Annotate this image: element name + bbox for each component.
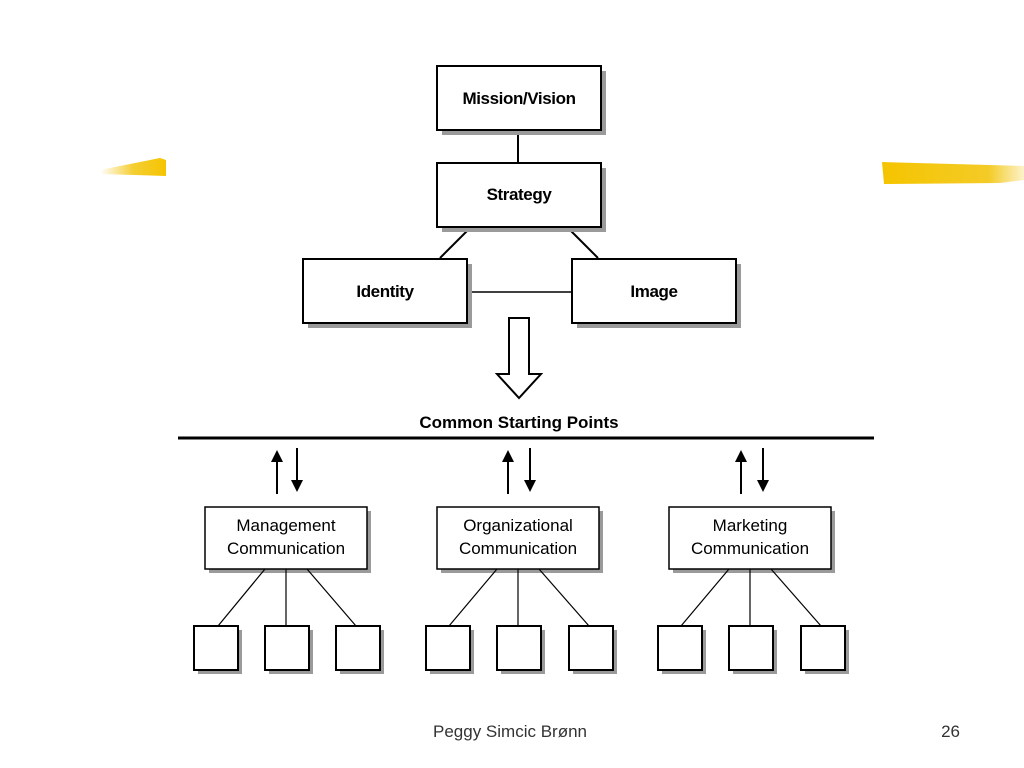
decorative-streak-right xyxy=(882,162,1024,184)
small-box xyxy=(800,625,849,674)
image-box: Image xyxy=(571,258,741,328)
decorative-streak-left xyxy=(100,158,166,176)
management-line2: Communication xyxy=(227,539,345,558)
small-boxes xyxy=(193,625,849,674)
management-communication-box: Management Communication xyxy=(204,506,371,573)
organizational-line1: Organizational xyxy=(463,516,573,535)
organizational-communication-box: Organizational Communication xyxy=(436,506,603,573)
image-label: Image xyxy=(630,282,677,301)
marketing-communication-box: Marketing Communication xyxy=(668,506,835,573)
unit-connectors xyxy=(217,568,822,627)
page-number: 26 xyxy=(941,722,960,741)
marketing-line2: Communication xyxy=(691,539,809,558)
small-box xyxy=(425,625,474,674)
small-box xyxy=(657,625,706,674)
marketing-line1: Marketing xyxy=(713,516,788,535)
small-box xyxy=(728,625,777,674)
small-box xyxy=(335,625,384,674)
two-way-arrow-icon xyxy=(271,448,303,494)
two-way-arrows xyxy=(271,448,769,494)
identity-box: Identity xyxy=(302,258,472,328)
two-way-arrow-icon xyxy=(735,448,769,494)
strategy-label: Strategy xyxy=(487,185,553,204)
two-way-arrow-icon xyxy=(502,448,536,494)
common-starting-points-label: Common Starting Points xyxy=(419,413,618,432)
identity-label: Identity xyxy=(356,282,414,301)
down-arrow-icon xyxy=(494,317,544,400)
small-box xyxy=(496,625,545,674)
small-box xyxy=(264,625,313,674)
small-box xyxy=(193,625,242,674)
small-box xyxy=(568,625,617,674)
management-line1: Management xyxy=(236,516,336,535)
mission-vision-box: Mission/Vision xyxy=(436,65,606,135)
strategy-box: Strategy xyxy=(436,162,606,232)
mission-vision-label: Mission/Vision xyxy=(462,89,575,108)
organizational-line2: Communication xyxy=(459,539,577,558)
footer-author: Peggy Simcic Brønn xyxy=(433,722,587,741)
